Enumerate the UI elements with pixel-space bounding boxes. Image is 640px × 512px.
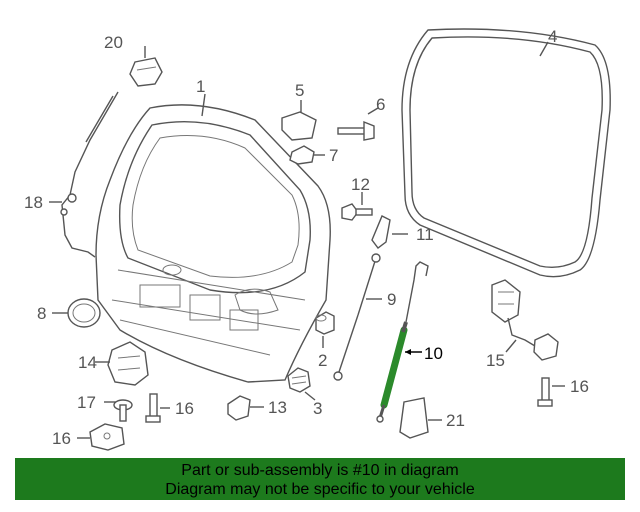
leader-1 [201, 93, 206, 117]
callout-11: 11 [416, 225, 434, 244]
callout-14: 14 [78, 353, 97, 372]
part-16-bolt-right [537, 377, 553, 407]
callout-13: 13 [268, 398, 287, 417]
callout-15: 15 [486, 351, 505, 370]
parts-diagram: 1 20 18 8 14 17 16 [24, 27, 611, 451]
part-5-bumper [281, 111, 317, 141]
part-19-washer-hose [60, 91, 119, 258]
leader-10-arrow [405, 349, 411, 355]
notice-banner: Part or sub-assembly is #10 in diagram D… [15, 458, 625, 500]
callout-4: 4 [548, 27, 557, 46]
part-20-clip [129, 57, 163, 87]
part-10-power-strut [376, 261, 429, 423]
part-14-latch [107, 341, 149, 386]
part-6-bolt [337, 120, 375, 141]
part-4-weatherstrip [401, 28, 611, 278]
callout-6: 6 [376, 95, 385, 114]
callout-1: 1 [196, 77, 205, 96]
part-16-bolt-left [145, 393, 161, 423]
leader-6 [367, 107, 379, 115]
callout-16-right: 16 [570, 377, 589, 396]
part-18-bolt [113, 399, 133, 422]
callout-10: 10 [424, 344, 443, 363]
callout-21: 21 [446, 411, 465, 430]
liftgate-panel [95, 104, 331, 383]
leader-3 [304, 391, 316, 401]
callout-8: 8 [37, 304, 46, 323]
part-9-gas-strut [333, 253, 381, 381]
part-8-grommet [67, 298, 101, 328]
banner-line-2: Diagram may not be specific to your vehi… [165, 481, 475, 498]
part-17-bracket [89, 423, 125, 451]
part-11-bracket [371, 215, 391, 249]
callout-7: 7 [329, 146, 338, 165]
leader-15 [505, 339, 517, 353]
callout-3: 3 [313, 399, 322, 418]
callout-19: 18 [24, 193, 43, 212]
callout-18: 17 [77, 393, 96, 412]
callout-17: 16 [52, 429, 71, 448]
banner-line-1: Part or sub-assembly is #10 in diagram [181, 462, 459, 479]
callout-9: 9 [387, 290, 396, 309]
callout-2: 2 [318, 351, 327, 370]
part-3-bumper [287, 367, 311, 393]
part-21-insulator [399, 397, 429, 439]
part-15-latch [491, 279, 559, 361]
leader-4 [539, 41, 549, 57]
part-2-bumper [315, 311, 335, 335]
part-13-actuator [227, 395, 251, 421]
callout-16-left: 16 [175, 399, 194, 418]
part-12-bolt [341, 203, 373, 221]
callout-5: 5 [295, 81, 304, 100]
part-7-nut [289, 145, 315, 165]
callout-12: 12 [351, 175, 370, 194]
callout-20: 20 [104, 33, 123, 52]
